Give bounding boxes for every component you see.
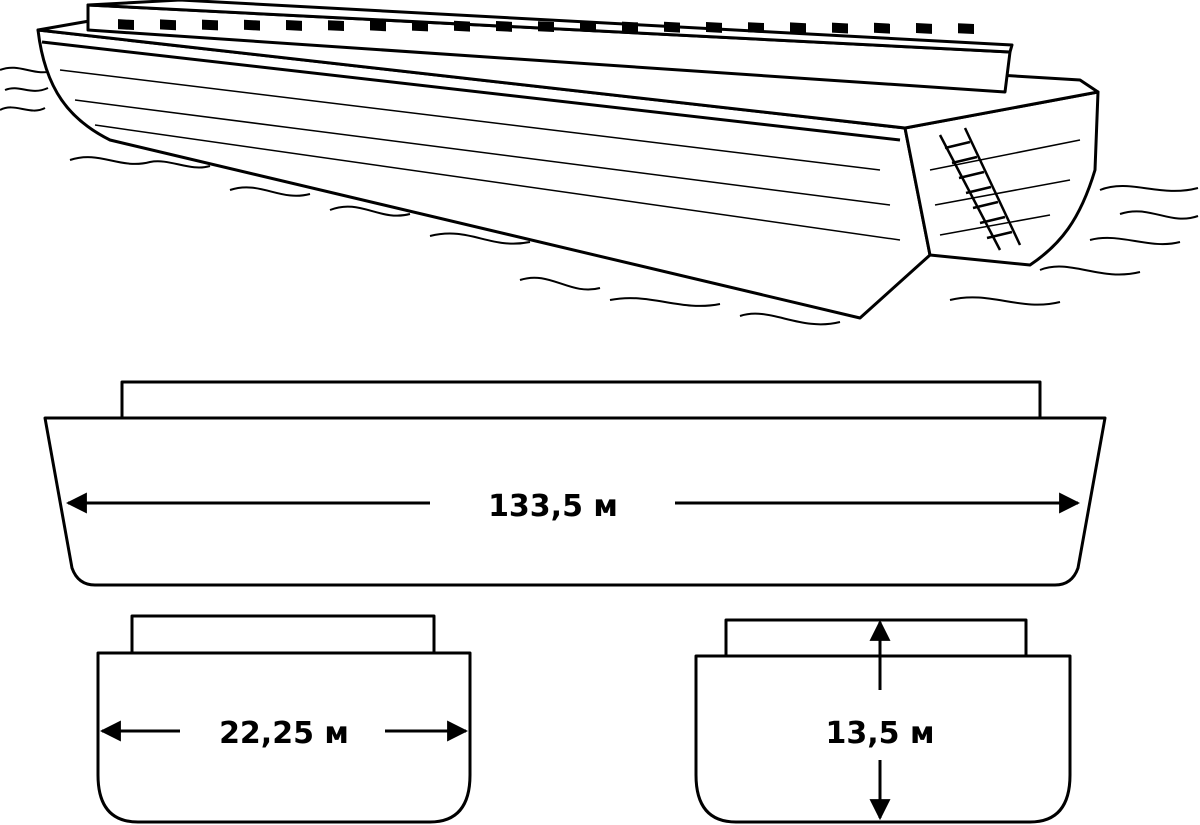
front-view-hull bbox=[96, 651, 472, 824]
end-view-hull bbox=[694, 654, 1072, 824]
deck bbox=[36, 18, 1100, 130]
height-label: 13,5 м bbox=[826, 716, 935, 751]
side-view-cabin bbox=[120, 380, 1042, 420]
ark-ladder bbox=[938, 127, 1022, 251]
cabin-windows bbox=[118, 19, 974, 35]
ground-lines bbox=[0, 66, 1199, 326]
front-view-cabin bbox=[130, 614, 436, 655]
hull-front bbox=[903, 90, 1100, 267]
ark-illustration bbox=[0, 0, 1199, 326]
ark-end-view: 13,5 м bbox=[694, 618, 1072, 824]
end-view-cabin bbox=[724, 618, 1028, 658]
hull-side bbox=[36, 28, 932, 320]
ark-front-view: 22,25 м bbox=[96, 614, 472, 824]
ark-side-view: 133,5 м bbox=[43, 380, 1107, 587]
length-label: 133,5 м bbox=[488, 489, 618, 524]
deck-edge bbox=[41, 40, 901, 142]
width-label: 22,25 м bbox=[219, 716, 349, 751]
side-view-hull bbox=[43, 416, 1107, 587]
